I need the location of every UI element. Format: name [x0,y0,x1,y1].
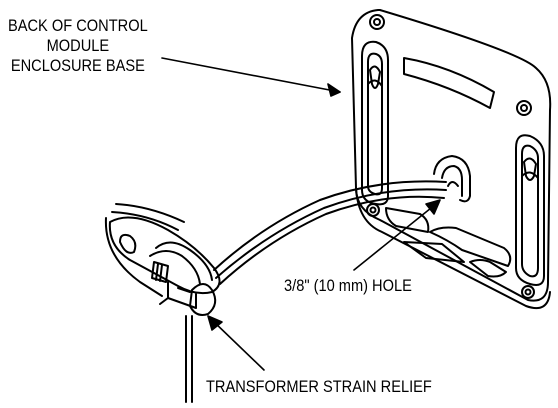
leader-arrows [161,57,441,371]
label-enclosure-base-line2: MODULE [46,36,110,55]
enclosure-base-plate [351,9,552,310]
label-enclosure-base: BACK OF CONTROL MODULE ENCLOSURE BASE [8,16,148,76]
transformer-wire [185,180,447,403]
label-strain-relief: TRANSFORMER STRAIN RELIEF [206,377,432,396]
strain-relief-assembly [104,203,221,316]
label-enclosure-base-line1: BACK OF CONTROL [8,16,148,35]
label-enclosure-base-line3: ENCLOSURE BASE [10,56,145,75]
label-hole: 3/8" (10 mm) HOLE [284,276,412,295]
